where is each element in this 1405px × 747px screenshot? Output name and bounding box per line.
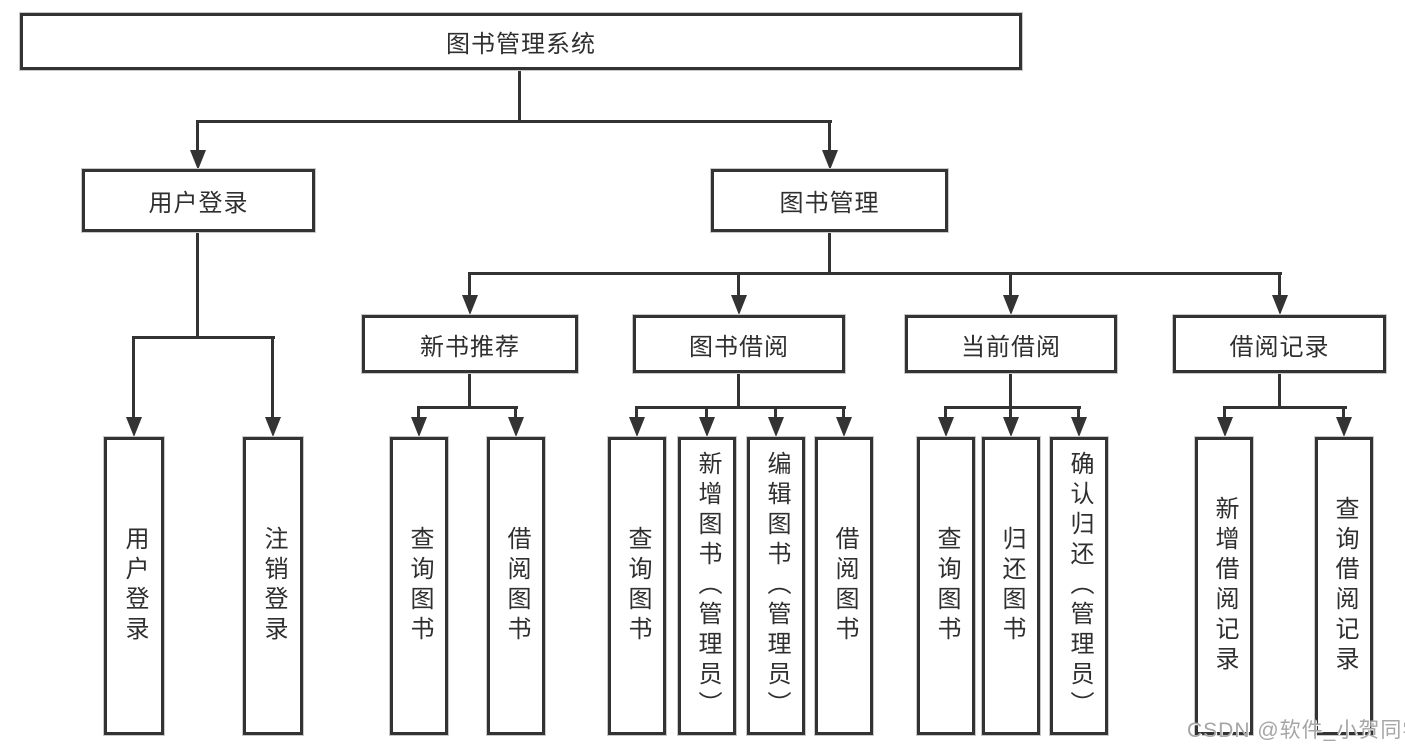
connector-line	[468, 272, 471, 297]
connector-line	[417, 406, 420, 419]
node-label: 图书管理系统	[446, 31, 596, 58]
node-borrowing-records: 借阅记录	[1173, 315, 1386, 373]
node-new-book-recommend: 新书推荐	[362, 315, 578, 373]
connector-line	[1223, 406, 1226, 419]
connector-line	[132, 336, 135, 419]
arrow-down-icon	[508, 417, 524, 437]
node-library-management-system: 图书管理系统	[20, 13, 1022, 70]
node-borrow-books-recommend: 借阅图书	[487, 437, 545, 735]
connector-line	[196, 120, 832, 123]
node-label: 新增借阅记录	[1211, 496, 1238, 676]
connector-line	[271, 336, 274, 419]
connector-line	[1009, 272, 1012, 297]
node-user-login-action: 用户登录	[104, 437, 164, 735]
connector-line	[828, 232, 831, 275]
node-borrow-books-borrowing: 借阅图书	[815, 437, 873, 735]
node-add-books-admin: 新增图书（管理员）	[678, 437, 736, 735]
connector-line	[514, 406, 517, 419]
connector-line	[1009, 406, 1012, 419]
connector-line	[705, 406, 708, 419]
connector-line	[417, 406, 518, 409]
node-label: 用户登录	[148, 190, 249, 217]
arrow-down-icon	[1336, 417, 1352, 437]
arrow-down-icon	[1217, 417, 1233, 437]
node-label: 借阅图书	[503, 526, 530, 646]
arrow-down-icon	[265, 417, 281, 437]
arrow-down-icon	[731, 295, 747, 315]
arrow-down-icon	[699, 417, 715, 437]
node-edit-books-admin: 编辑图书（管理员）	[747, 437, 805, 735]
arrow-down-icon	[1003, 417, 1019, 437]
node-return-books: 归还图书	[982, 437, 1040, 735]
node-label: 新增图书（管理员）	[694, 451, 721, 721]
connector-line	[1223, 406, 1347, 409]
arrow-down-icon	[938, 417, 954, 437]
arrow-down-icon	[1272, 295, 1288, 315]
connector-line	[635, 406, 638, 419]
connector-line	[828, 120, 831, 152]
connector-line	[1278, 373, 1281, 409]
node-label: 图书借阅	[689, 333, 789, 361]
node-label: 当前借阅	[961, 333, 1061, 361]
node-query-books-current: 查询图书	[917, 437, 975, 735]
connector-line	[132, 336, 275, 339]
connector-line	[774, 406, 777, 419]
node-book-borrowing: 图书借阅	[633, 315, 845, 373]
arrow-down-icon	[1071, 417, 1087, 437]
node-label: 查询图书	[624, 526, 651, 646]
connector-line	[944, 406, 1081, 409]
node-book-management: 图书管理	[711, 169, 948, 232]
node-label: 归还图书	[998, 526, 1025, 646]
arrow-down-icon	[1003, 295, 1019, 315]
connector-line	[944, 406, 947, 419]
connector-line	[842, 406, 845, 419]
connector-line	[1009, 373, 1012, 409]
connector-line	[196, 120, 199, 152]
node-label: 编辑图书（管理员）	[763, 451, 790, 721]
node-query-books-borrowing: 查询图书	[608, 437, 666, 735]
arrow-down-icon	[411, 417, 427, 437]
node-logout-action: 注销登录	[243, 437, 303, 735]
arrow-down-icon	[462, 295, 478, 315]
node-label: 借阅记录	[1229, 333, 1330, 361]
connector-line	[1342, 406, 1345, 419]
watermark: CSDN @软件_小贺同学	[1187, 719, 1405, 742]
node-query-borrow-record: 查询借阅记录	[1315, 437, 1373, 735]
arrow-down-icon	[629, 417, 645, 437]
connector-line	[1278, 272, 1281, 297]
arrow-down-icon	[126, 417, 142, 437]
node-add-borrow-record: 新增借阅记录	[1195, 437, 1253, 735]
node-user-login: 用户登录	[82, 169, 315, 232]
node-label: 查询借阅记录	[1331, 496, 1358, 676]
node-label: 查询图书	[933, 526, 960, 646]
node-label: 查询图书	[406, 526, 433, 646]
arrow-down-icon	[190, 150, 206, 170]
node-label: 图书管理	[779, 190, 880, 217]
node-query-books-recommend: 查询图书	[390, 437, 448, 735]
arrow-down-icon	[768, 417, 784, 437]
connector-line	[468, 272, 1282, 275]
connector-line	[737, 373, 740, 409]
connector-line	[635, 406, 846, 409]
connector-line	[196, 232, 199, 336]
node-label: 注销登录	[260, 526, 287, 646]
connector-line	[518, 70, 521, 123]
node-current-borrowing: 当前借阅	[905, 315, 1117, 373]
connector-line	[737, 272, 740, 297]
node-confirm-return-admin: 确认归还（管理员）	[1050, 437, 1108, 735]
connector-line	[468, 373, 471, 409]
arrow-down-icon	[836, 417, 852, 437]
node-label: 用户登录	[121, 526, 148, 646]
node-label: 新书推荐	[420, 333, 520, 361]
node-label: 借阅图书	[831, 526, 858, 646]
arrow-down-icon	[822, 150, 838, 170]
connector-line	[1077, 406, 1080, 419]
node-label: 确认归还（管理员）	[1066, 451, 1093, 721]
